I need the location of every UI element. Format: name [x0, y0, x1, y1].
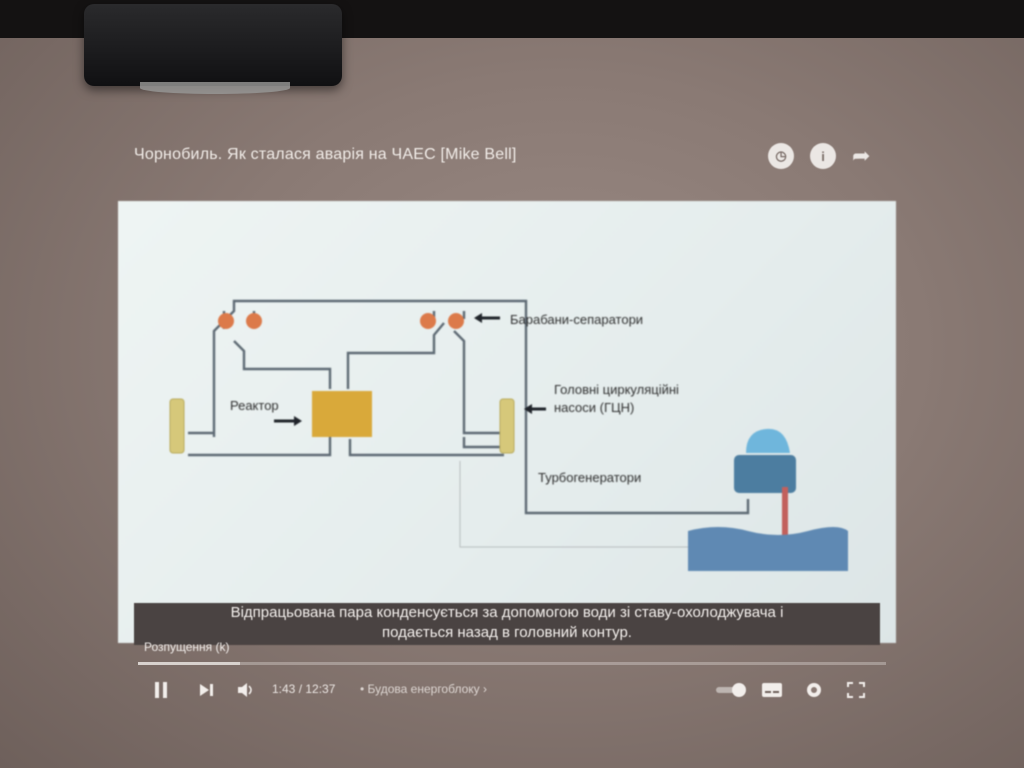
chapters-label[interactable]: Розпущення (k) [144, 640, 230, 654]
separator-drum [448, 313, 464, 329]
pump-right [499, 398, 515, 454]
video-frame[interactable]: Реактор Барабани-сепаратори Головні цирк… [118, 201, 896, 643]
label-drum-separators: Барабани-сепаратори [510, 312, 644, 327]
power-plant-diagram [169, 299, 848, 571]
subtitles-button[interactable] [760, 680, 784, 700]
volume-button[interactable] [234, 678, 258, 702]
watch-later-icon[interactable]: ◷ [768, 143, 794, 169]
projector [84, 4, 342, 86]
volume-icon [238, 683, 252, 697]
return-line [459, 461, 688, 548]
progress-bar[interactable] [138, 662, 886, 665]
header-icons: ◷ i ➦ [768, 143, 870, 169]
next-button[interactable] [194, 678, 218, 702]
autoplay-toggle[interactable] [714, 680, 750, 700]
label-pumps-line1: Головні циркуляційні [554, 382, 679, 397]
separator-drum [420, 313, 436, 329]
next-icon [200, 684, 213, 696]
gear-icon [807, 683, 821, 697]
time-display: 1:43 / 12:37 [272, 682, 336, 696]
cooling-pond [688, 527, 848, 571]
pipe-network [188, 299, 750, 515]
info-icon[interactable]: i [810, 143, 836, 169]
turbine-dome [746, 428, 790, 453]
separator-drum [218, 313, 234, 329]
fullscreen-button[interactable] [844, 680, 868, 700]
turbine-housing [734, 455, 796, 493]
label-turbines: Турбогенератори [538, 470, 642, 485]
reactor-core [312, 391, 372, 437]
fullscreen-icon [847, 682, 865, 698]
pump-left [169, 398, 185, 454]
chapter-title[interactable]: • Будова енергоблоку › [360, 682, 487, 696]
share-icon[interactable]: ➦ [852, 143, 871, 168]
player-controls: 1:43 / 12:37 • Будова енергоблоку › [148, 676, 888, 704]
pause-icon [155, 682, 167, 698]
caption-line-2: подається назад в головний контур. [382, 624, 632, 641]
separator-drum [246, 313, 262, 329]
subtitle-caption: Відпрацьована пара конденсується за допо… [134, 603, 880, 645]
subtitles-icon [762, 683, 782, 697]
cooling-pipe [782, 487, 788, 549]
settings-button[interactable] [802, 680, 826, 700]
progress-fill [138, 662, 240, 665]
autoplay-icon [716, 683, 746, 697]
caption-line-1: Відпрацьована пара конденсується за допо… [230, 604, 784, 621]
label-pumps-line2: насоси (ГЦН) [554, 400, 635, 415]
label-reactor: Реактор [230, 398, 279, 413]
pause-button[interactable] [148, 678, 174, 702]
video-title[interactable]: Чорнобиль. Як сталася аварія на ЧАЕС [Mi… [134, 146, 517, 163]
projector-lens [140, 82, 290, 94]
